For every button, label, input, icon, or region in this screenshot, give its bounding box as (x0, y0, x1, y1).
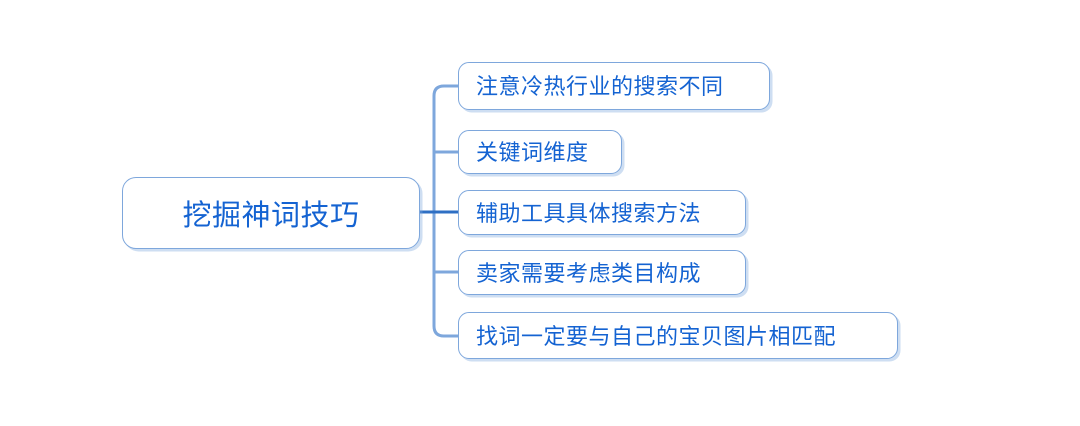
mindmap-child-label-1: 注意冷热行业的搜索不同 (476, 74, 724, 99)
mindmap-root-node[interactable]: 挖掘神词技巧 (122, 177, 420, 249)
mindmap-child-label-4: 卖家需要考虑类目构成 (476, 260, 702, 286)
mindmap-child-node-2[interactable]: 关键词维度 (458, 130, 622, 174)
mindmap-child-node-1[interactable]: 注意冷热行业的搜索不同 (458, 62, 770, 110)
mindmap-child-label-3: 辅助工具具体搜索方法 (476, 200, 702, 226)
mindmap-child-label-2: 关键词维度 (476, 140, 589, 165)
mindmap-root-label: 挖掘神词技巧 (182, 200, 360, 232)
mindmap-child-node-4[interactable]: 卖家需要考虑类目构成 (458, 250, 746, 295)
mindmap-child-node-5[interactable]: 找词一定要与自己的宝贝图片相匹配 (458, 312, 898, 359)
mindmap-child-label-5: 找词一定要与自己的宝贝图片相匹配 (476, 323, 837, 349)
mindmap-child-node-3[interactable]: 辅助工具具体搜索方法 (458, 190, 746, 235)
